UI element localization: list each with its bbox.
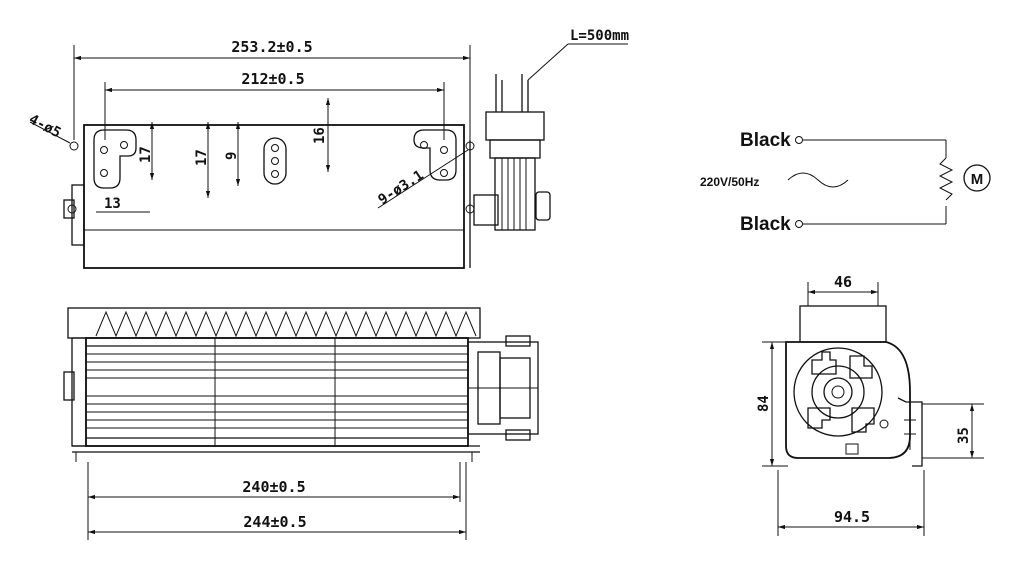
mount-hole-left <box>69 141 79 151</box>
dim-9: 9 <box>224 152 240 160</box>
dim-17-left: 17 <box>138 146 154 163</box>
motor-winding-icon <box>938 157 954 201</box>
front-view: 240±0.5 244±0.5 <box>63 307 539 540</box>
ac-wave-icon <box>787 172 849 188</box>
depth-label: 94.5 <box>834 508 870 526</box>
lead-length-label: L=500mm <box>570 28 629 44</box>
inner-length-label: 240±0.5 <box>242 478 305 496</box>
supply-label: 220V/50Hz <box>700 175 759 189</box>
hole-spacing-label: 212±0.5 <box>241 70 304 88</box>
height-label: 84 <box>756 395 772 412</box>
outlet-grille-zigzag <box>95 310 477 338</box>
motor-symbol-label: M <box>971 171 984 188</box>
small-holes-label: 9-ø3.1 <box>375 167 426 208</box>
side-outlet <box>799 305 887 343</box>
wiring-diagram: Black 220V/50Hz Black M <box>700 130 991 235</box>
dim-13: 13 <box>104 196 121 212</box>
overall-length-label: 253.2±0.5 <box>231 38 312 56</box>
scroll-housing <box>785 341 911 459</box>
motor-top: L=500mm <box>473 28 629 231</box>
outlet-flange <box>67 307 481 339</box>
outer-length-label: 244±0.5 <box>243 513 306 531</box>
dim-17-center: 17 <box>194 149 210 166</box>
outlet-width-label: 46 <box>834 273 852 291</box>
impeller-blades <box>86 353 468 429</box>
motor-symbol-icon <box>963 164 991 192</box>
mount-holes-label: 4-ø5 <box>26 111 63 141</box>
bracket-height-label: 35 <box>956 427 972 444</box>
dim-16: 16 <box>312 127 328 144</box>
wire-top-label: Black <box>740 130 791 151</box>
top-view: 253.2±0.5 212±0.5 17 17 <box>26 28 629 269</box>
side-view: 46 84 35 94.5 <box>756 273 984 536</box>
mount-hole-right <box>465 141 475 151</box>
wire-bottom-label: Black <box>740 214 791 235</box>
